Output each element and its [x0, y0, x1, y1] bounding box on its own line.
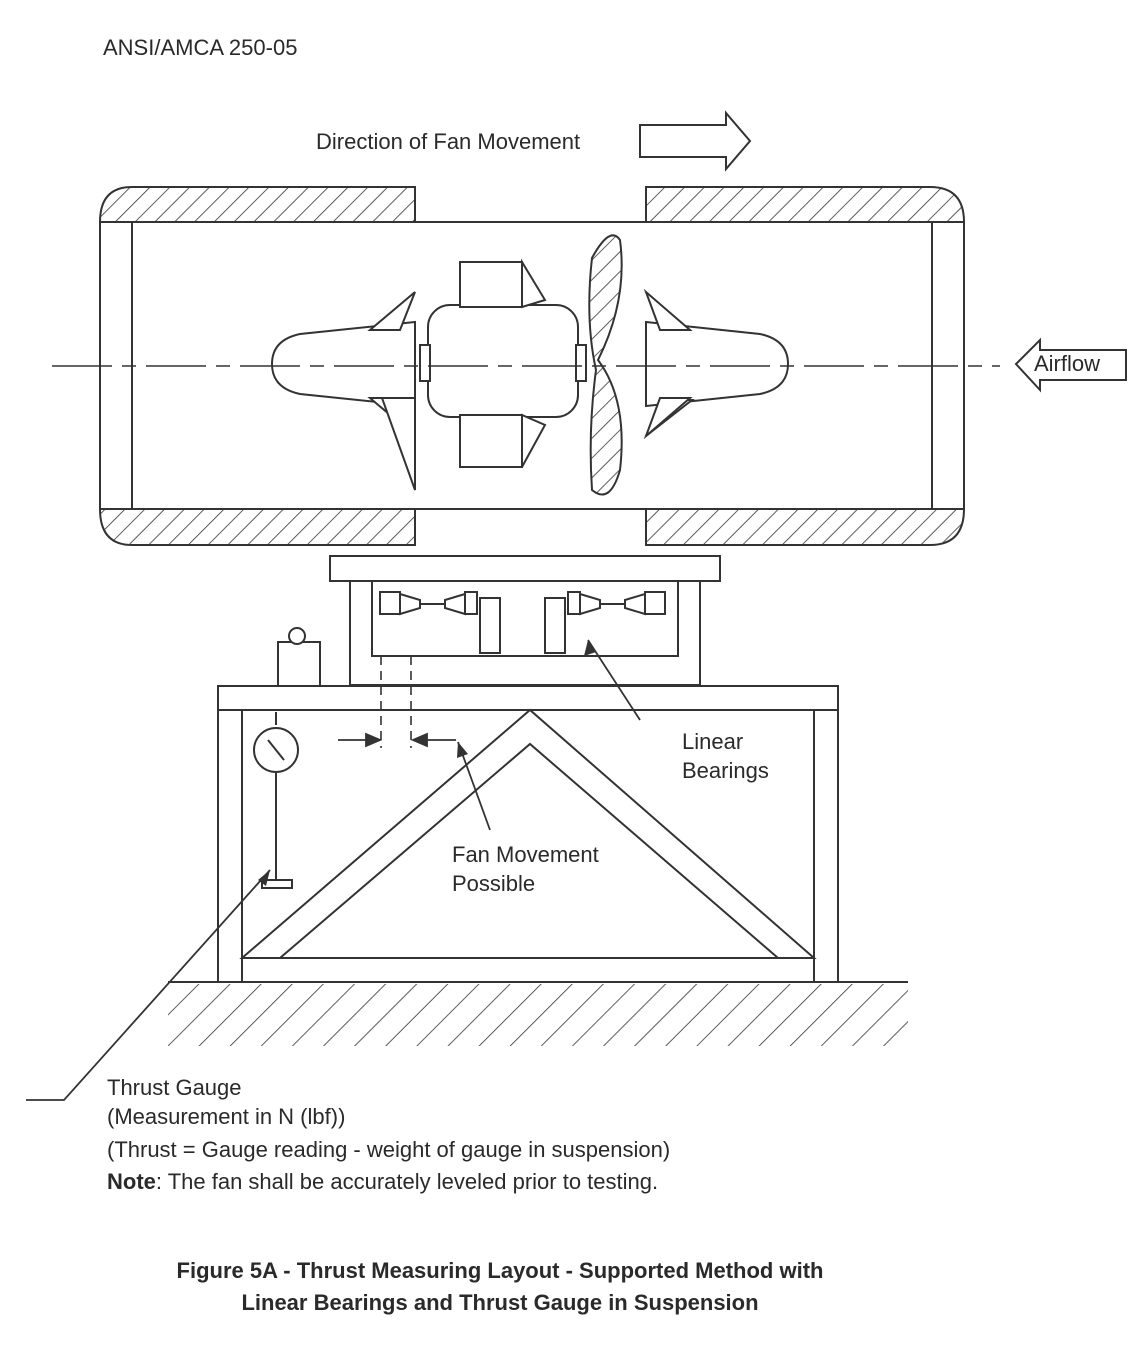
- airflow-arrow-icon: [1014, 337, 1127, 393]
- document-code: ANSI/AMCA 250-05: [103, 35, 298, 60]
- fan-movement-label-2: Possible: [452, 871, 536, 896]
- direction-arrow-icon: [639, 110, 752, 172]
- propeller: [588, 234, 623, 496]
- thrust-gauge-title: Thrust Gauge: [107, 1075, 242, 1100]
- motor: [427, 304, 579, 418]
- gauge-box: [277, 641, 321, 687]
- ground-hatch: [168, 984, 908, 1046]
- right-nosecone: [645, 320, 790, 408]
- left-nosecone: [270, 320, 416, 408]
- thrust-gauge-formula: (Thrust = Gauge reading - weight of gaug…: [107, 1137, 671, 1162]
- figure-caption-line-1: Figure 5A - Thrust Measuring Layout - Su…: [176, 1258, 824, 1283]
- figure-caption-line-2: Linear Bearings and Thrust Gauge in Susp…: [241, 1290, 759, 1315]
- duct-right-top-wall: [645, 186, 966, 223]
- fan-movement-label: Fan Movement: [452, 842, 599, 867]
- airflow-label: Airflow: [1034, 351, 1101, 376]
- linear-bearings-label: Linear: [682, 729, 744, 754]
- thrust-gauge-measurement: (Measurement in N (lbf)): [107, 1104, 346, 1129]
- note-label: Note: [107, 1169, 156, 1194]
- note-text: : The fan shall be accurately leveled pr…: [155, 1169, 659, 1194]
- duct-left-bottom-wall: [98, 508, 416, 546]
- linear-bearings-label-2: Bearings: [682, 758, 769, 783]
- support-table: [217, 685, 839, 983]
- direction-label: Direction of Fan Movement: [316, 129, 581, 154]
- duct-right-bottom-wall: [645, 508, 966, 546]
- note-line: Note: The fan shall be accurately levele…: [107, 1168, 658, 1196]
- duct-left-top-wall: [98, 186, 416, 223]
- mounting-plate: [329, 555, 721, 582]
